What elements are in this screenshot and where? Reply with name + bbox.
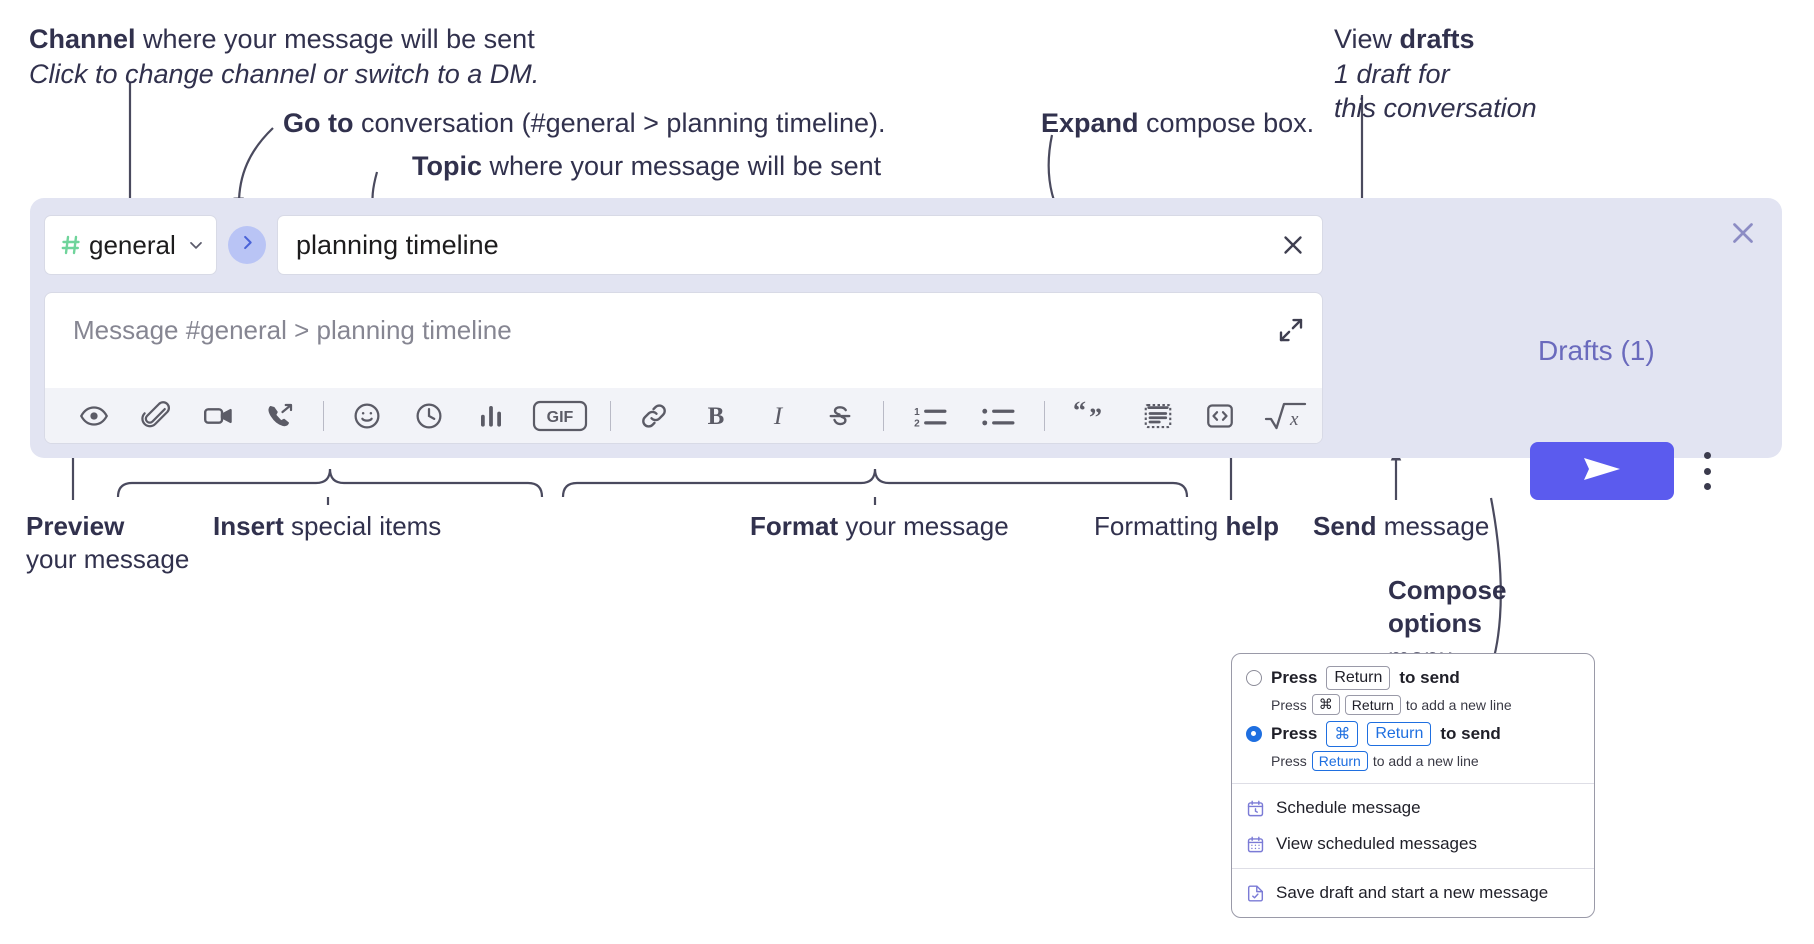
key-return: Return	[1311, 751, 1368, 771]
emoji-button[interactable]	[344, 396, 390, 436]
svg-text:1: 1	[914, 406, 920, 417]
key-command: ⌘	[1311, 694, 1340, 715]
hash-icon	[59, 233, 83, 257]
annotation-goto: Go to conversation (#general > planning …	[283, 108, 886, 138]
toolbar-separator	[883, 400, 884, 431]
annotation-expand: Expand compose box.	[1041, 108, 1315, 138]
menu-divider	[1232, 783, 1594, 784]
menu-item-label: Save draft and start a new message	[1276, 883, 1549, 902]
annotation-formatting-help: Formatting help	[1094, 511, 1279, 541]
vertical-dots-icon	[1703, 467, 1711, 475]
menu-item-label: Schedule message	[1276, 798, 1421, 817]
svg-text:x: x	[1289, 409, 1299, 430]
link-button[interactable]	[631, 396, 677, 436]
compose-card: general planning timeline	[44, 212, 1323, 444]
blockquote-button[interactable]: “ ”	[1065, 396, 1119, 436]
calendar-grid-icon	[1246, 835, 1265, 854]
svg-text:2: 2	[914, 418, 920, 429]
message-input[interactable]: Message #general > planning timeline	[73, 315, 512, 345]
math-button[interactable]: x	[1259, 396, 1313, 436]
svg-text:B: B	[708, 403, 725, 430]
annotation-topic: Topic where your message will be sent	[412, 151, 882, 181]
draft-group: Save draft and start a new message	[1232, 869, 1594, 917]
paper-plane-icon	[1580, 454, 1624, 489]
close-panel-button[interactable]	[1726, 216, 1760, 250]
svg-text:GIF: GIF	[547, 409, 574, 426]
code-block-button[interactable]	[1135, 396, 1181, 436]
send-option-cmd-return[interactable]: Press ⌘ Return to send	[1232, 719, 1594, 749]
schedule-group: Schedule message View scheduled messages	[1232, 784, 1594, 868]
goto-conversation-button[interactable]	[228, 226, 266, 264]
menu-item-schedule-message[interactable]: Schedule message	[1232, 790, 1594, 826]
bold-button[interactable]: B	[693, 396, 739, 436]
send-button[interactable]	[1530, 442, 1674, 500]
poll-button[interactable]	[468, 396, 514, 436]
vertical-dots-icon	[1703, 452, 1711, 459]
topic-value: planning timeline	[296, 229, 499, 260]
send-option-return-hint: Press ⌘ Return to add a new line	[1232, 692, 1594, 719]
compose-options-menu: Press Return to send Press ⌘ Return to a…	[1231, 653, 1595, 918]
attach-button[interactable]	[133, 396, 179, 436]
send-option-cmd-return-hint: Press Return to add a new line	[1271, 751, 1479, 771]
radio-selected[interactable]	[1246, 726, 1262, 742]
key-return: Return	[1326, 666, 1391, 690]
svg-text:I: I	[773, 403, 784, 430]
menu-item-view-scheduled[interactable]: View scheduled messages	[1232, 826, 1594, 862]
compose-context-row: general planning timeline	[44, 212, 1323, 278]
key-return: Return	[1344, 694, 1401, 715]
annotation-format: Format your message	[750, 511, 1009, 541]
video-clip-button[interactable]	[195, 396, 241, 436]
italic-button[interactable]: I	[755, 396, 801, 436]
toolbar-separator	[610, 400, 611, 431]
recent-button[interactable]	[406, 396, 452, 436]
compose-panel: general planning timeline	[30, 198, 1782, 458]
save-draft-icon	[1246, 884, 1265, 903]
compose-options-button[interactable]	[1698, 452, 1716, 490]
chevron-right-icon	[238, 233, 257, 257]
ordered-list-button[interactable]: 1 2	[904, 396, 956, 436]
chevron-down-icon	[186, 235, 206, 255]
annotation-send: Send message	[1313, 511, 1490, 541]
channel-selector[interactable]: general	[44, 215, 217, 275]
bulleted-list-button[interactable]	[972, 396, 1024, 436]
drafts-link[interactable]: Drafts (1)	[1538, 335, 1655, 366]
gif-button[interactable]: GIF	[530, 396, 590, 436]
formatting-toolbar: GIF B	[45, 388, 1322, 443]
key-command: ⌘	[1326, 721, 1359, 747]
code-button[interactable]	[1197, 396, 1243, 436]
toolbar-separator	[1044, 400, 1045, 431]
radio-unselected[interactable]	[1246, 670, 1262, 686]
strikethrough-button[interactable]	[817, 396, 863, 436]
channel-name: general	[89, 229, 176, 260]
message-compose-box: Message #general > planning timeline	[44, 292, 1323, 444]
toolbar-separator	[323, 400, 324, 431]
svg-text:”: ”	[1089, 403, 1102, 432]
audio-clip-button[interactable]	[257, 396, 303, 436]
svg-text:“: “	[1073, 400, 1086, 425]
clear-topic-button[interactable]	[1278, 230, 1308, 260]
menu-item-save-draft[interactable]: Save draft and start a new message	[1232, 875, 1594, 911]
topic-input[interactable]: planning timeline	[277, 215, 1323, 275]
expand-compose-button[interactable]	[1276, 315, 1306, 345]
menu-item-label: View scheduled messages	[1276, 834, 1477, 853]
preview-button[interactable]	[71, 396, 117, 436]
calendar-clock-icon	[1246, 799, 1265, 818]
send-shortcut-options: Press Return to send Press ⌘ Return to a…	[1232, 654, 1594, 783]
key-return: Return	[1367, 722, 1432, 746]
menu-divider	[1232, 868, 1594, 869]
annotation-insert: Insert special items	[213, 511, 442, 541]
vertical-dots-icon	[1703, 483, 1711, 490]
send-option-return[interactable]: Press Return to send	[1232, 664, 1594, 692]
